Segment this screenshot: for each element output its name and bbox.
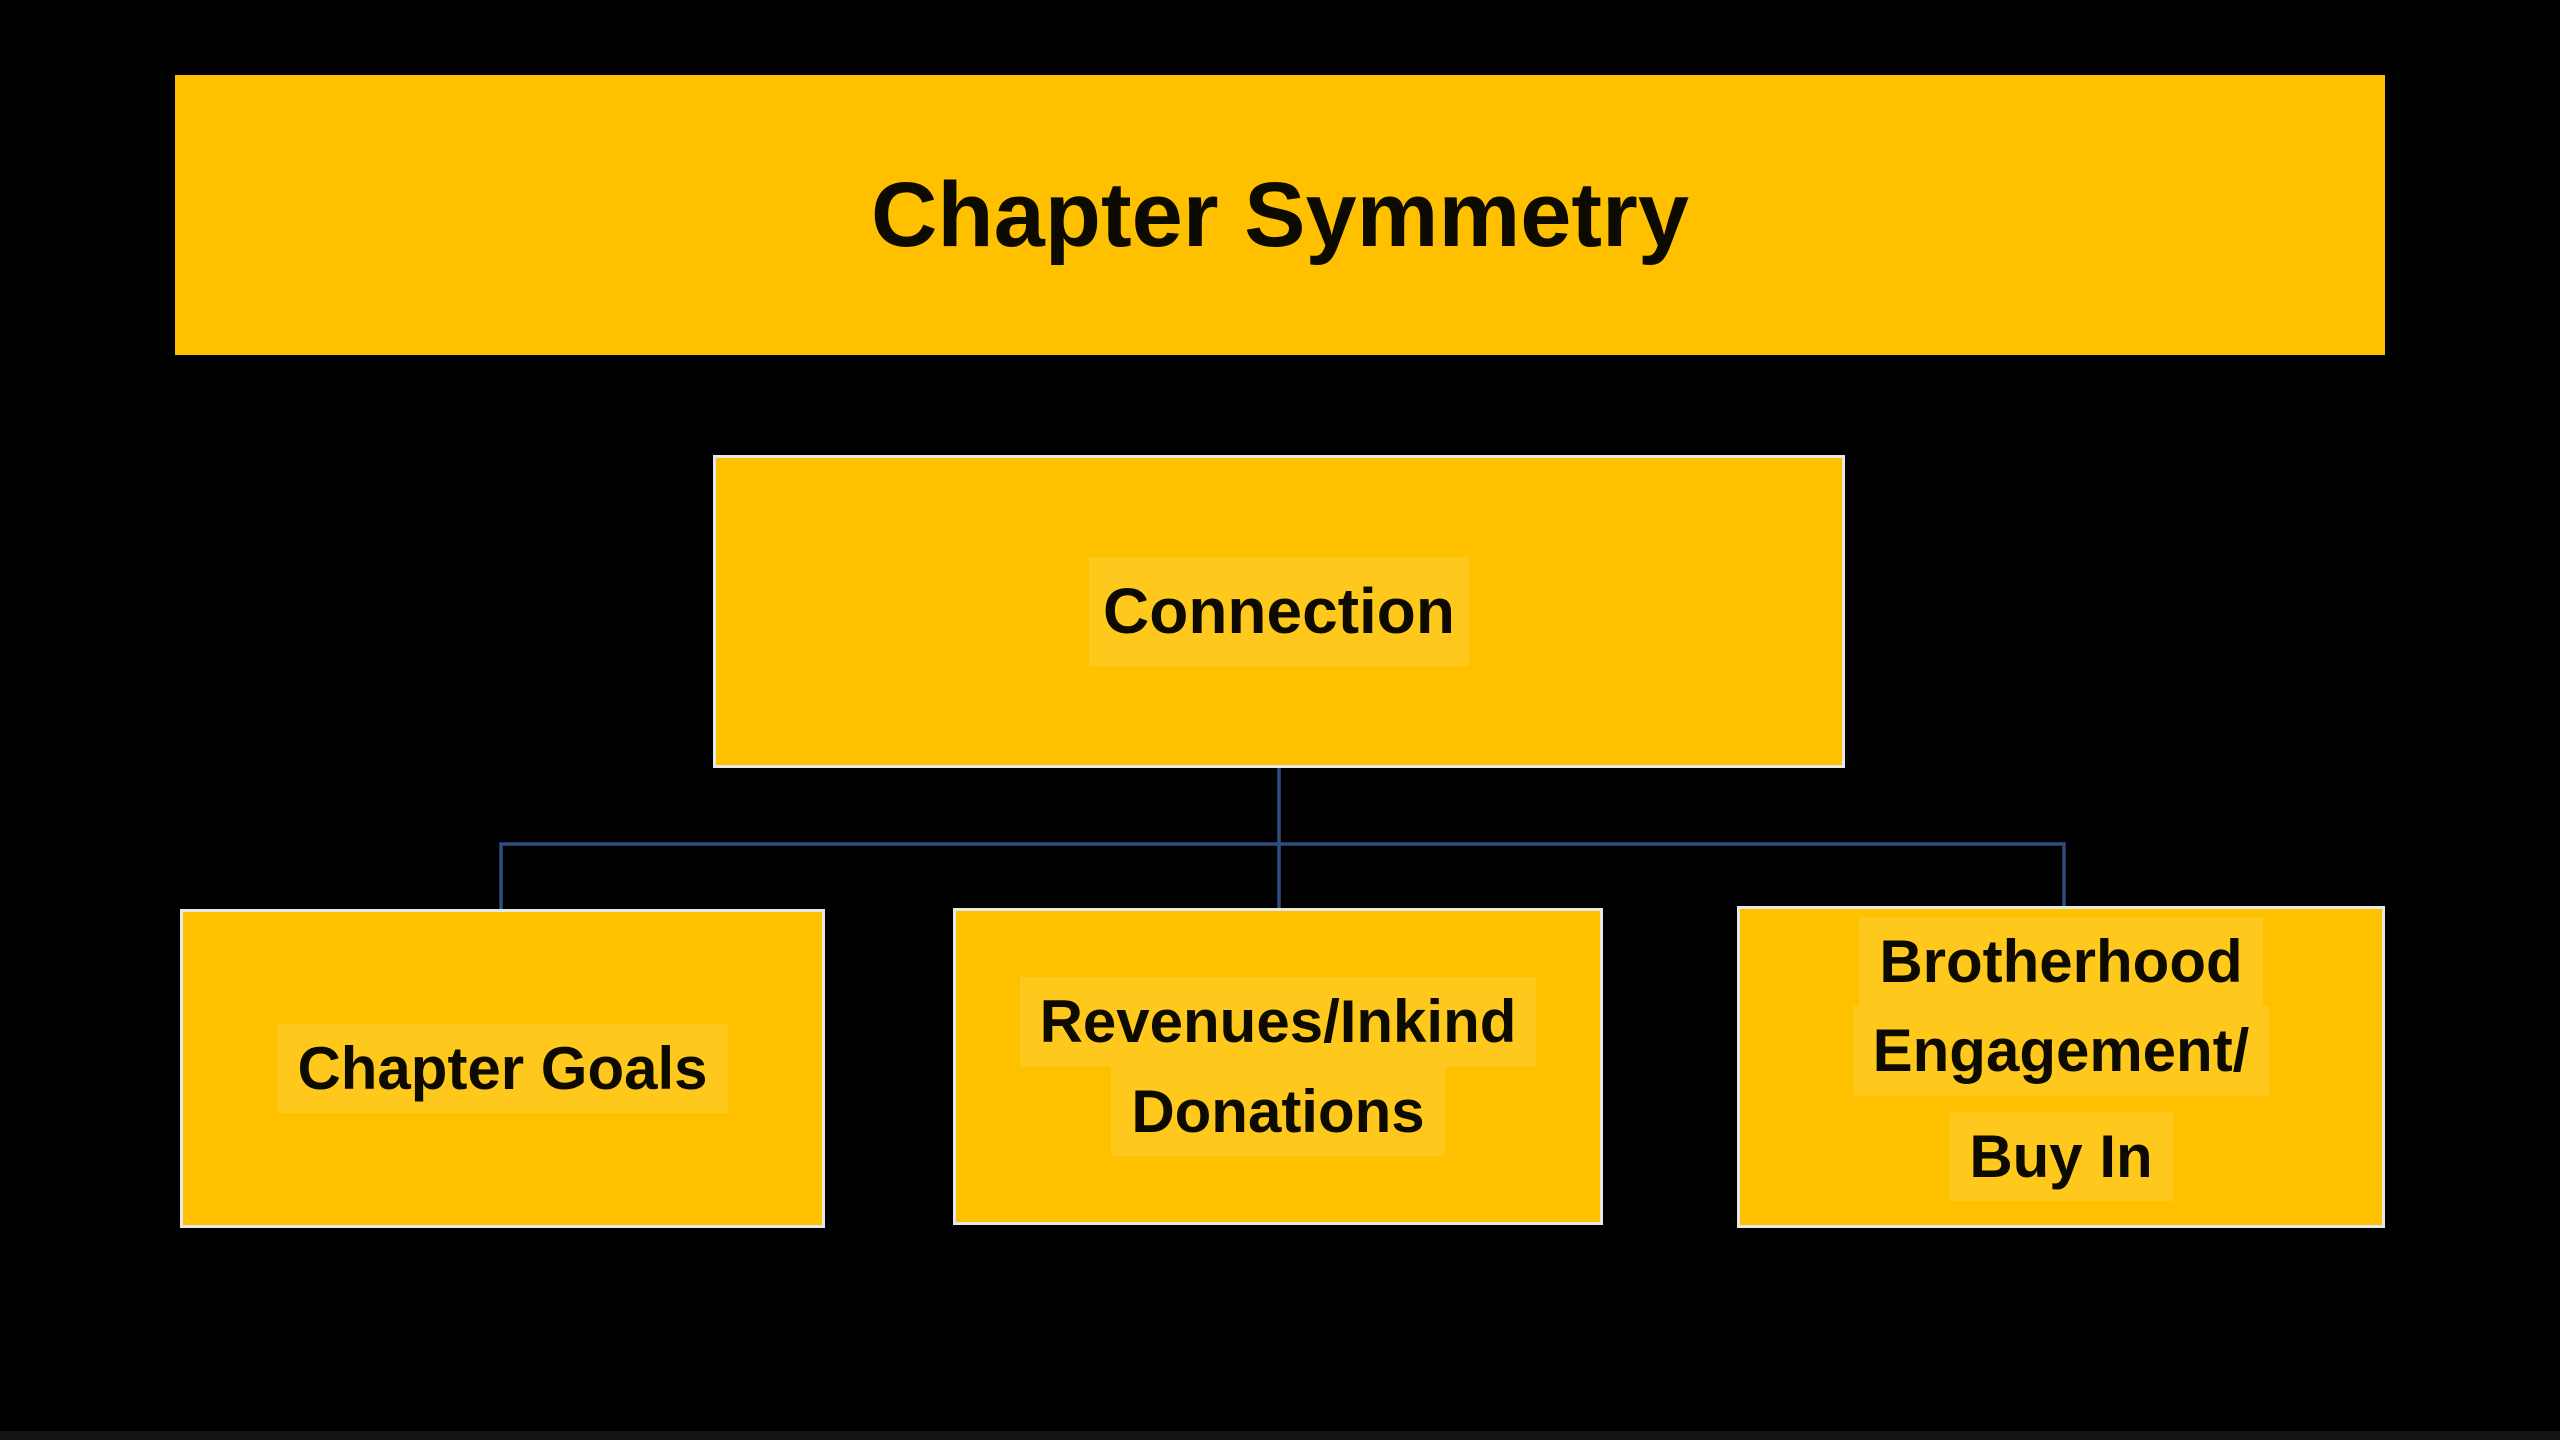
node-label-line: Connection — [1089, 556, 1469, 667]
node-label: Revenues/Inkind Donations — [1019, 976, 1537, 1157]
diagram-node-brotherhood-engagement-buy-in: Brotherhood Engagement/ Buy In — [1737, 906, 2385, 1228]
node-label-line: Brotherhood — [1859, 916, 2263, 1007]
node-label-line: Chapter Goals — [277, 1023, 728, 1114]
node-label-line: Buy In — [1949, 1111, 2173, 1202]
diagram-node-title-banner: Chapter Symmetry — [175, 75, 2385, 355]
node-label-line: Engagement/ — [1852, 1006, 2270, 1096]
node-label: Chapter Goals — [277, 1023, 728, 1114]
node-label: Brotherhood Engagement/ Buy In — [1852, 916, 2270, 1202]
diagram-node-connection: Connection — [713, 455, 1845, 768]
diagram-node-chapter-goals: Chapter Goals — [180, 909, 825, 1228]
diagram-title: Chapter Symmetry — [870, 164, 1690, 266]
node-label: Connection — [1089, 556, 1469, 667]
node-label-line: Donations — [1111, 1066, 1445, 1157]
diagram-node-revenues-inkind-donations: Revenues/Inkind Donations — [953, 908, 1603, 1225]
connector-elbow — [499, 842, 2066, 912]
bottom-edge-strip — [0, 1431, 2560, 1440]
node-label-line: Revenues/Inkind — [1019, 976, 1537, 1067]
